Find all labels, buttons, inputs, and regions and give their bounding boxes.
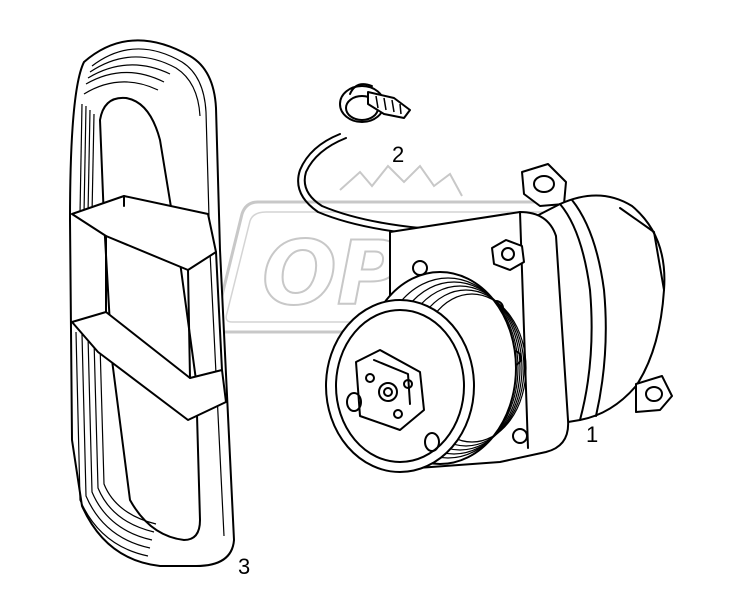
ac-compressor <box>325 163 673 473</box>
clamp-teeth <box>375 95 402 115</box>
callout-2: 2 <box>392 142 404 167</box>
hose-clamp <box>339 83 411 123</box>
drive-belt <box>69 39 235 567</box>
callout-1: 1 <box>586 422 598 447</box>
callout-3: 3 <box>238 554 250 579</box>
